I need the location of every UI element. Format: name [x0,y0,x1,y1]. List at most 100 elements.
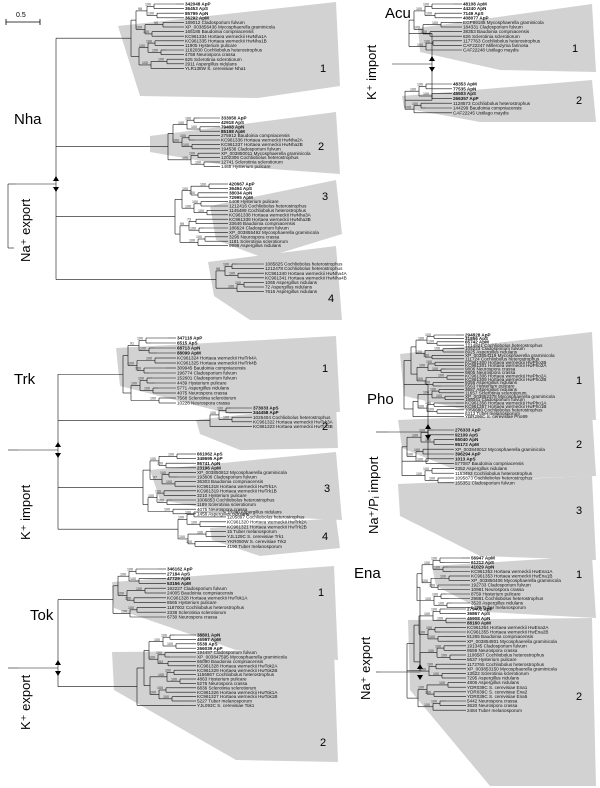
bootstrap-value: 100 [431,700,437,704]
leaf-label: KC961339 Hortaea werneckii HwNha3B [229,217,311,222]
bootstrap-value: 100 [178,516,184,520]
bootstrap-value: 100 [197,530,203,534]
cluster-trk-1 [116,336,340,414]
bootstrap-value: 100 [137,337,143,341]
subgroup-label: 3 [324,483,330,495]
leaf-label: 10246 Aspergillus nidulans [227,510,282,515]
bootstrap-value: 100 [185,204,191,208]
leaf-label: 95172 ApM [455,442,479,447]
bootstrap-value: 100 [431,608,437,612]
bootstrap-value: 100 [429,477,435,481]
leaf-label: 7295 Aspergillus nidulans [467,676,520,681]
leaf-label: 1106587 Cochliobolus heterostrophus [467,653,545,658]
leaf-label: KC961326 Hortaea werneckii HwTok1A [197,690,278,695]
leaf-label: 1172765 Cochliobolus heterostrophus [467,662,545,667]
tree-branches [7,3,470,711]
subgroup-label: 3 [322,191,328,203]
leaf-label: 1085825 Cochliobolus heterostrophus [265,262,343,267]
bootstrap-value: 100 [426,12,432,16]
leaf-label: 1056680 Cochliobolus heterostrophus [465,407,543,412]
leaf-label: 420667 ApP [229,182,255,187]
leaf-label: 5479 Tuber melanosporum [471,605,526,610]
cluster-acu-2 [402,80,596,122]
leaf-label: 1065 Aspergillus nidulans [265,280,318,285]
bootstrap-value: 100 [407,453,413,457]
leaf-label: 625 Sclerotinia sclerotiorum [185,57,242,62]
bootstrap-value: 100 [425,690,431,694]
leaf-label: 1156867 Cochliobolus heterostrophus [197,672,275,677]
split-arrow-icon [55,453,61,458]
leaf-label: 5563 Hysterium pulicare [465,384,515,389]
bootstrap-value: 100 [150,691,156,695]
bootstrap-value: 100 [168,453,174,457]
leaf-label: 5771 Aspergillus nidulans [177,386,230,391]
bootstrap-value: 100 [428,649,434,653]
bootstrap-value: 100 [160,471,166,475]
leaf-label: 396294 ApP [455,452,481,457]
cluster-tok-1 [112,566,338,660]
subgroup-label: 2 [576,691,582,703]
bootstrap-value: 100 [146,357,152,361]
bootstrap-value: 100 [425,333,431,337]
bootstrap-value: 100 [166,480,172,484]
bootstrap-value: 99 [180,222,184,226]
bootstrap-value: 100 [412,433,418,437]
subgroup-label: 2 [576,439,582,451]
leaf-label: 6515 ApS [177,341,198,346]
leaf-label: 2352 Aspergillus nidulans [455,466,508,471]
leaf-label: CAF22245 Ustilago maydis [453,110,509,115]
leaf-label: KC961327 Hortaea werneckii HwTok1B [197,694,277,699]
leaf-label: 294828 ApP [465,333,491,338]
bootstrap-value: 100 [142,61,148,65]
bootstrap-value: 100 [432,592,438,596]
bootstrap-value: 100 [150,397,156,401]
leaf-label: XP_003850812 Mycosphaerella graminicola [197,470,287,475]
leaf-label: 577087 Baudoinia compniacensis [455,461,524,466]
leaf-label: 77535 ApN [453,86,477,91]
bootstrap-value: 100 [161,633,167,637]
bootstrap-value: 100 [438,374,444,378]
bootstrap-value: 100 [163,695,169,699]
split-arrow-icon [417,675,423,680]
leaf-label: 342048 ApP [185,2,211,7]
bootstrap-value: 100 [140,347,146,351]
bootstrap-value: 100 [185,511,191,515]
bootstrap-value: 100 [423,3,429,7]
leaf-label: KC961355 Hortaea werneckii HwEna2B [467,630,548,635]
bootstrap-value: 100 [183,143,189,147]
bootstrap-value: 100 [118,592,124,596]
bootstrap-value: 100 [418,336,424,340]
leaf-label: 192227 Cladosporium fulvum [167,586,227,591]
leaf-label: 46908 ApN [467,616,491,621]
leaf-label: YJL093C S. cerevisiae Tok1 [197,703,255,708]
bootstrap-value: 100 [131,382,137,386]
bootstrap-value: 100 [418,686,424,690]
cluster-nha-3 [210,180,342,258]
leaf-label: 79408 ApN [221,124,245,129]
bootstrap-value: 100 [200,182,206,186]
leaf-label: 3620 Neurospora crassa [467,703,518,708]
bootstrap-value: 84 [159,660,163,664]
leaf-label: 144299 Baudoinia compniacensis [453,106,522,111]
leaf-label: 8565 Hysterium pulicare [167,600,217,605]
leaf-label: 8925 Aspergillus nidulans [465,350,518,355]
leaf-label: 194536 Cladosporium fulvum [221,146,281,151]
bootstrap-value: 100 [416,7,422,11]
bootstrap-value: 100 [418,404,424,408]
bootstrap-value: 100 [427,663,433,667]
bootstrap-value: 100 [167,642,173,646]
leaf-label: 38353 Baudoinia compniacensis [463,29,530,34]
split-arrow-icon [417,664,423,669]
bootstrap-value: 100 [154,638,160,642]
leaf-label: 192733 Cladosporium fulvum [471,583,531,588]
bootstrap-value: 100 [437,617,443,621]
subgroup-label: 2 [576,95,582,107]
leaf-label: 9559 Neurospora crassa [467,648,518,653]
leaf-label: 10228 Neurospora crassa [177,401,230,406]
bootstrap-value: 100 [431,556,437,560]
bootstrap-value: 100 [414,26,420,30]
leaf-label: 348695 ApP [197,456,223,461]
leaf-label: KC961306 Hortaea werneckii HwPho2A [465,373,547,378]
leaf-label: 9998 Aspergillus nidulans [229,243,282,248]
leaf-label: 347118 ApP [177,336,202,341]
